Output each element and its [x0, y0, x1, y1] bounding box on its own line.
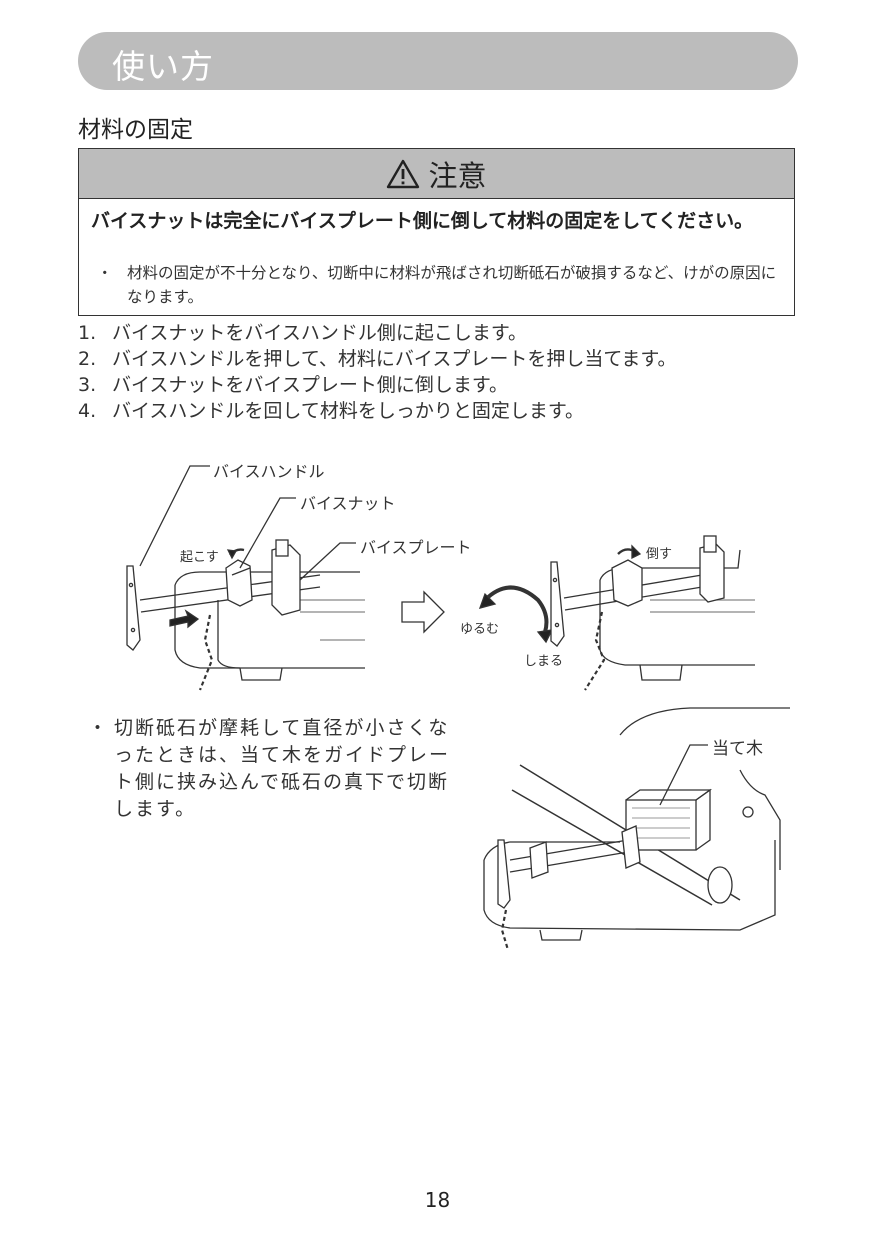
page-number: 18	[424, 1188, 451, 1212]
steps-list: 1.バイスナットをバイスハンドル側に起こします。 2.バイスハンドルを押して、材…	[78, 320, 798, 424]
caution-header: 注意	[79, 149, 794, 199]
step-item: 4.バイスハンドルを回して材料をしっかりと固定します。	[78, 400, 584, 422]
label-vise-handle: バイスハンドル	[213, 462, 325, 481]
caution-box: 注意 バイスナットは完全にバイスプレート側に倒して材料の固定をしてください。 ・…	[78, 148, 795, 316]
note-text: 切断砥石が摩耗して直径が小さくなったときは、当て木をガイドプレート側に挟み込んで…	[114, 717, 451, 820]
warning-triangle-icon	[386, 159, 420, 189]
caution-heading: 注意	[428, 158, 487, 193]
label-tighten: しまる	[524, 654, 564, 669]
note-mark: ・	[88, 717, 110, 739]
label-loosen: ゆるむ	[460, 622, 500, 637]
bullet-mark: ・	[97, 264, 113, 282]
step-item: 3.バイスナットをバイスプレート側に倒します。	[78, 374, 508, 396]
caution-bullet-text: 材料の固定が不十分となり、切断中に材料が飛ばされ切断砥石が破損するなど、けがの原…	[127, 264, 777, 306]
step-item: 1.バイスナットをバイスハンドル側に起こします。	[78, 322, 527, 344]
label-vise-plate: バイスプレート	[360, 538, 472, 557]
label-vise-nut: バイスナット	[300, 494, 396, 513]
label-lay: 倒す	[646, 547, 673, 562]
label-block: 当て木	[712, 739, 763, 759]
subheading: 材料の固定	[78, 117, 193, 143]
step-item: 2.バイスハンドルを押して、材料にバイスプレートを押し当てます。	[78, 348, 677, 370]
section-banner: 使い方	[78, 32, 798, 90]
caution-main-text: バイスナットは完全にバイスプレート側に倒して材料の固定をしてください。	[91, 210, 754, 232]
label-raise: 起こす	[180, 550, 219, 565]
section-title: 使い方	[112, 47, 214, 86]
